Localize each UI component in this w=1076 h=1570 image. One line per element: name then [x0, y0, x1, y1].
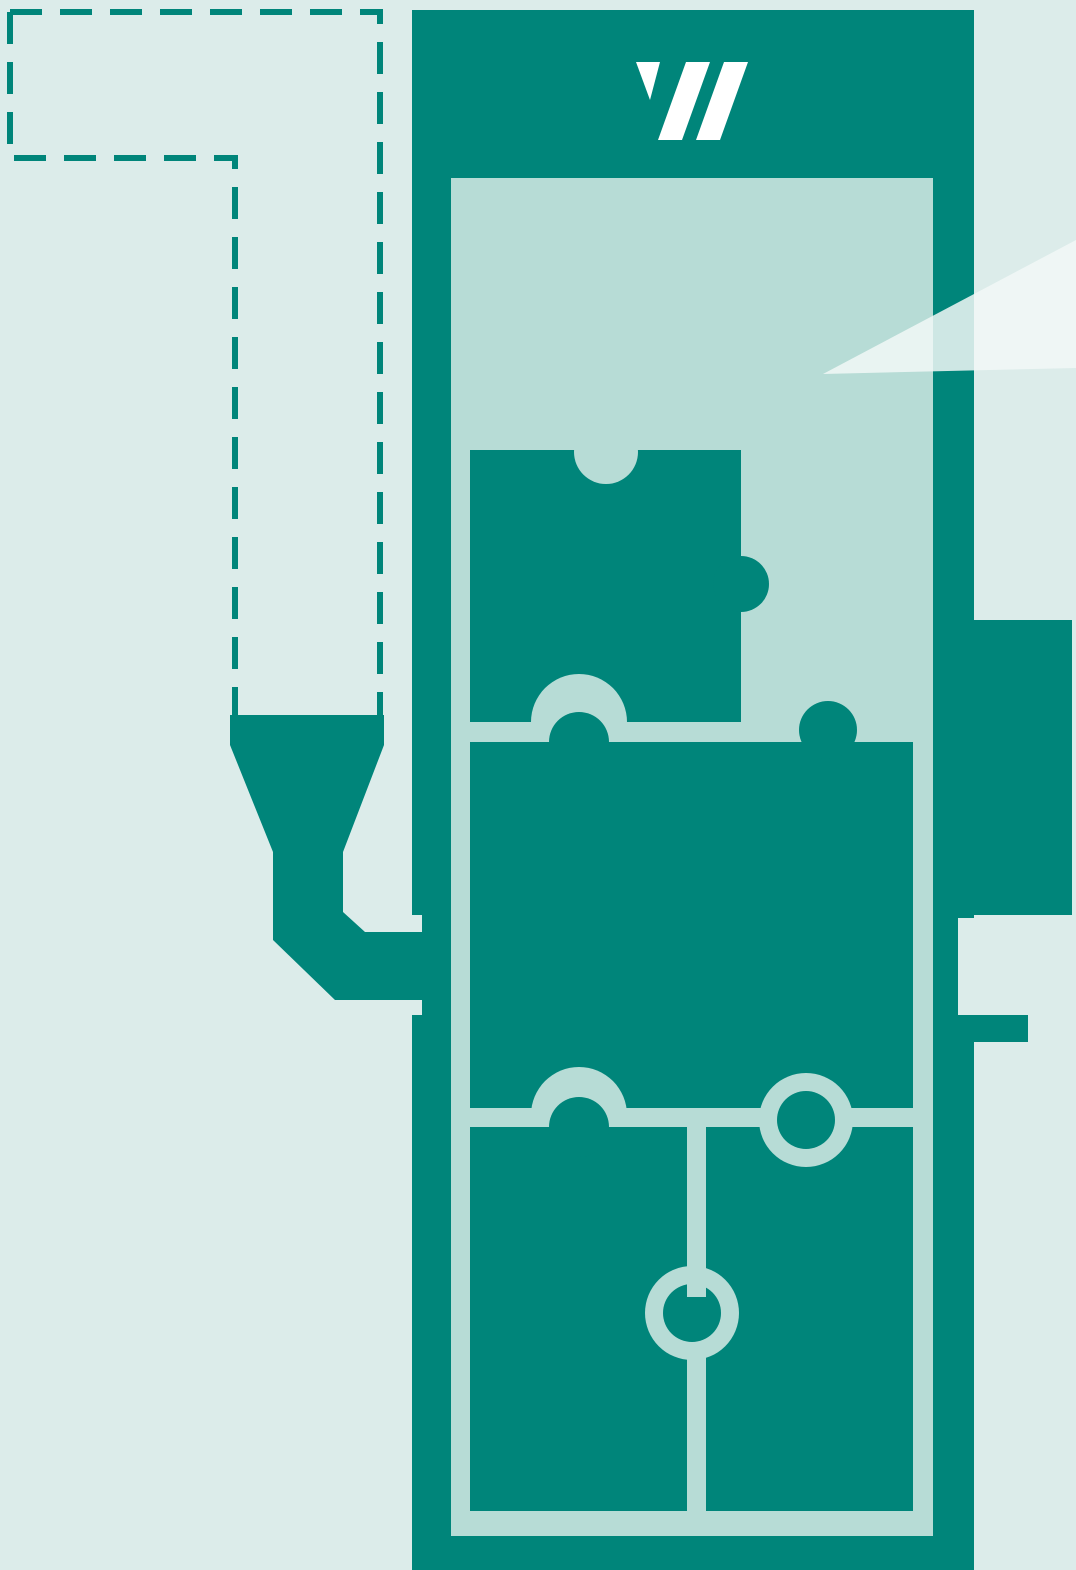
left-opening-top [412, 915, 422, 932]
puzzle-piece-top [470, 420, 769, 770]
left-opening-bottom [412, 1000, 422, 1015]
puzzle-piece-middle [470, 701, 913, 1163]
right-opening [958, 918, 974, 1015]
